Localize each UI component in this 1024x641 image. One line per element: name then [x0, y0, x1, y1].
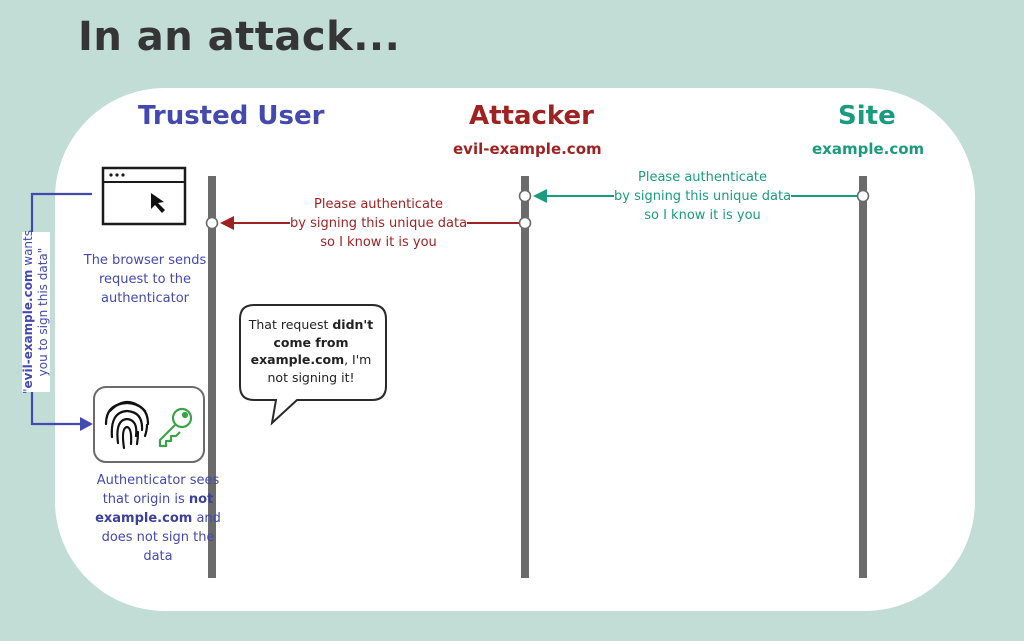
lifeline-site	[859, 176, 867, 578]
lane-title-site: Site	[838, 101, 896, 131]
lifeline-trusted-user	[208, 176, 216, 578]
node-attacker-receive	[518, 189, 532, 203]
lane-title-trusted-user: Trusted User	[138, 101, 325, 131]
bubble-text-bold: didn't come from	[273, 317, 374, 350]
note-line: Authenticator sees	[96, 473, 220, 488]
bubble-text-bold: example.com	[250, 352, 345, 367]
vertical-label-evil-request: "evil-example.com wants you to sign this…	[21, 230, 51, 394]
bracket-arrowhead	[80, 417, 93, 431]
bubble-text-part: , I'm not signing it!	[267, 352, 372, 385]
note-bold: example.com	[95, 511, 193, 526]
vertical-label-bold: evil-example.com	[21, 269, 35, 389]
lane-domain-attacker: evil-example.com	[453, 140, 602, 158]
node-attacker-send	[518, 216, 532, 230]
note-bold: not	[188, 492, 214, 507]
message-line: by signing this unique data	[290, 216, 468, 231]
authenticator-device	[93, 386, 205, 463]
arrowhead-attacker-to-user	[220, 216, 234, 230]
note-line: The browser sends	[83, 253, 207, 268]
note-line: authenticator	[101, 291, 189, 306]
vertical-label-text: wants	[21, 230, 35, 270]
note-line: that origin is not	[80, 490, 236, 509]
speech-bubble	[239, 304, 387, 426]
message-line: so I know it is you	[644, 208, 761, 223]
note-line: request to the	[98, 272, 192, 287]
note-line: data	[143, 549, 173, 564]
label-mask	[22, 232, 50, 392]
lane-title-attacker: Attacker	[469, 101, 594, 131]
key-icon	[158, 407, 193, 448]
message-line: so I know it is you	[320, 235, 437, 250]
browser-window-icon	[101, 166, 187, 226]
note-text: and	[192, 511, 221, 526]
note-browser-sends: The browser sends request to the authent…	[80, 251, 210, 308]
page-title: In an attack...	[78, 14, 401, 60]
vertical-label-line: you to sign this data"	[36, 247, 50, 377]
speech-bubble-text: That request didn't come from example.co…	[242, 316, 380, 386]
lane-domain-site: example.com	[812, 140, 925, 158]
message-attacker-to-user: Please authenticate by signing this uniq…	[290, 195, 468, 252]
vertical-label-text: "	[21, 388, 35, 394]
cursor-icon	[151, 193, 165, 213]
node-site-send	[856, 189, 870, 203]
bubble-text-part: That request	[248, 317, 333, 332]
note-authenticator-sees: Authenticator sees that origin is not ex…	[80, 471, 236, 566]
node-user-receive	[205, 216, 219, 230]
message-line: Please authenticate	[314, 197, 444, 212]
note-text: that origin is	[102, 492, 189, 507]
message-site-to-attacker: Please authenticate by signing this uniq…	[614, 168, 792, 225]
lifeline-attacker	[521, 176, 529, 578]
note-line: example.com and	[80, 509, 236, 528]
message-line: by signing this unique data	[614, 189, 792, 204]
arrowhead-site-to-attacker	[533, 189, 547, 203]
message-line: Please authenticate	[638, 170, 768, 185]
vertical-label-line: "evil-example.com wants	[21, 230, 36, 394]
fingerprint-icon	[104, 400, 150, 450]
note-line: does not sign the	[101, 530, 215, 545]
